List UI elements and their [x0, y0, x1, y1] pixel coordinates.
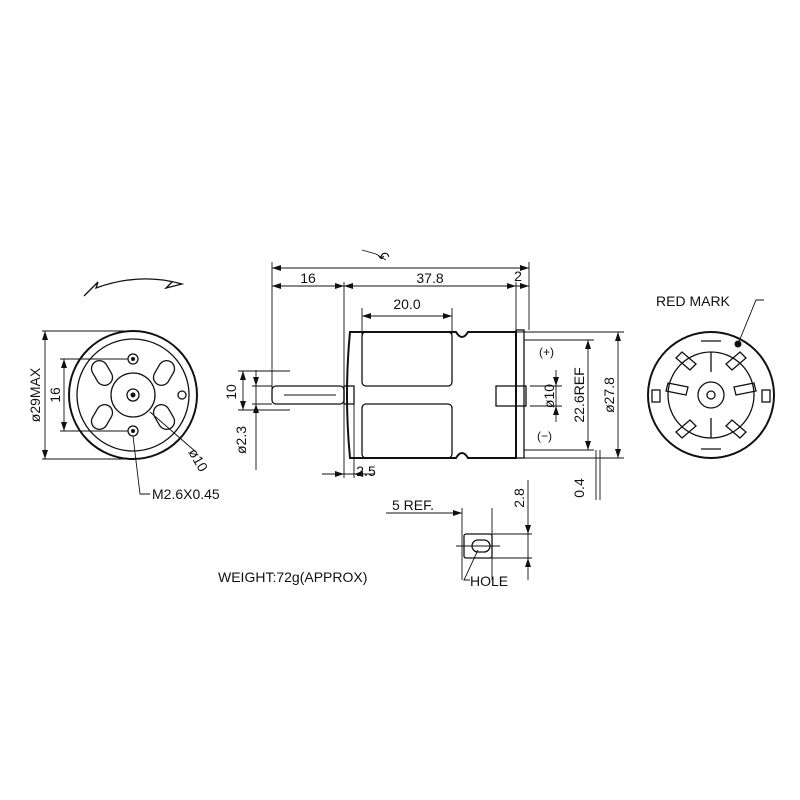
terminal-detail: 5 REF. 2.8 HOLE	[386, 480, 532, 589]
side-view: ↶ 16 37.8 2 20.0 (+) (−)	[223, 249, 624, 500]
terminal-thickness-label: 0.4	[571, 478, 587, 498]
ref-dimension-label: 22.6REF	[571, 367, 587, 422]
shaft-length-label: 16	[300, 270, 316, 286]
front-spacing-label: 16	[47, 387, 63, 403]
rear-view: RED MARK	[647, 293, 775, 459]
rotation-arrow-icon	[83, 278, 185, 297]
front-boss	[110, 372, 156, 418]
shaft-diameter-label: ø2.3	[233, 426, 249, 454]
weight-note: WEIGHT:72g(APPROX)	[218, 569, 367, 585]
detail-width-label: 2.8	[511, 488, 527, 508]
terminal-minus-label: (−)	[537, 429, 552, 443]
rear-outline	[647, 331, 775, 459]
hole-label: HOLE	[470, 573, 508, 589]
body-length-label: 37.8	[416, 270, 443, 286]
front-diameter-label: ø29MAX	[27, 367, 43, 422]
magnet-top	[361, 331, 453, 387]
shaft	[271, 385, 345, 405]
terminal-plus-label: (+)	[539, 345, 554, 359]
terminal-offset-label: 2	[514, 268, 522, 284]
red-mark-label: RED MARK	[656, 293, 731, 309]
magnet-length-label: 20.0	[393, 296, 420, 312]
detail-ref-label: 5 REF.	[392, 497, 434, 513]
protrusion-label: 10	[223, 384, 239, 400]
rotation-mark: ↶	[378, 249, 390, 265]
magnet-bottom	[361, 403, 453, 459]
motor-can	[346, 331, 517, 459]
boss-diameter-label: ø10	[541, 384, 557, 408]
can-diameter-label: ø27.8	[601, 377, 617, 413]
thread-callout: M2.6X0.45	[152, 486, 220, 502]
boss-height-label: 2.5	[356, 463, 376, 479]
front-boss-label: ø10	[185, 446, 211, 475]
front-view: ø29MAX 16 ø10 M2.6X0.45	[27, 278, 220, 502]
